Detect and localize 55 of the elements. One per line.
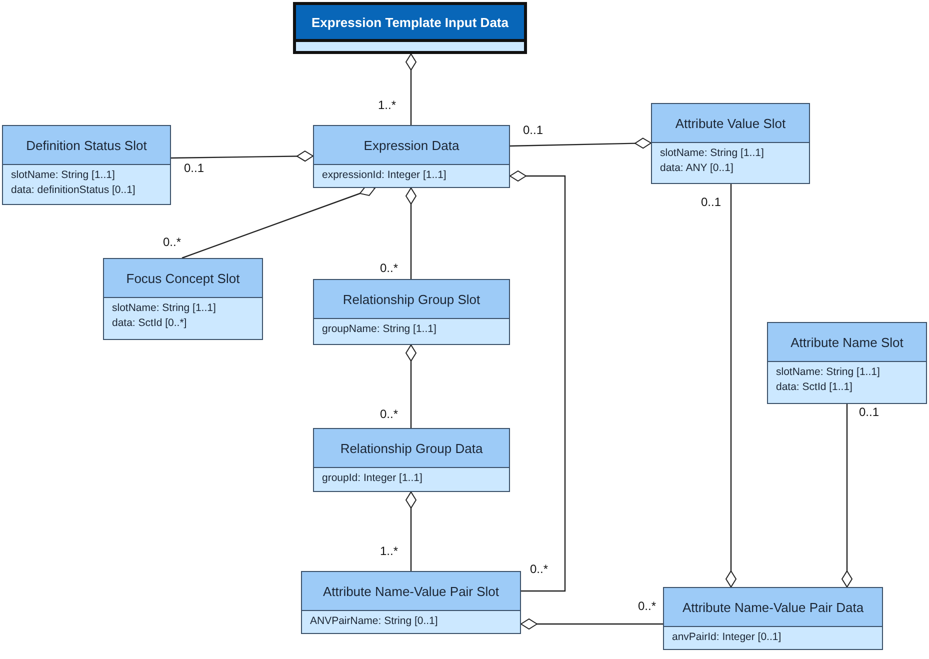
aggregation-line (726, 184, 736, 588)
aggregation-line (406, 188, 416, 279)
attribute-text: slotName: String [1..1] (112, 301, 216, 316)
attribute-text: groupId: Integer [1..1] (322, 471, 422, 486)
attribute-text: slotName: String [1..1] (776, 365, 880, 380)
attribute-text: anvPairId: Integer [0..1] (672, 630, 782, 645)
attribute-text: groupName: String [1..1] (322, 322, 436, 337)
class-box (313, 125, 510, 188)
aggregation-line (406, 492, 416, 571)
attribute-text: data: SctId [0..*] (112, 316, 187, 331)
multiplicity-label: 0..* (529, 562, 550, 576)
class-name: Attribute Name Slot (768, 323, 926, 362)
class-name: Attribute Value Slot (652, 104, 809, 143)
class-box (767, 322, 927, 404)
attribute-text: ANVPairName: String [0..1] (310, 614, 438, 629)
multiplicity-label: 1..* (377, 98, 398, 112)
attribute-text: data: SctId [1..1] (776, 380, 852, 395)
class-name: Expression Template Input Data (296, 5, 524, 42)
attribute-text: slotName: String [1..1] (660, 146, 764, 161)
multiplicity-label: 0..* (379, 407, 400, 421)
class-box (313, 428, 510, 492)
class-box (2, 125, 171, 205)
multiplicity-label: 0..1 (183, 161, 206, 175)
class-box (301, 571, 521, 634)
class-name: Focus Concept Slot (104, 259, 262, 298)
multiplicity-label: 0..* (637, 599, 658, 613)
class-name: Expression Data (314, 126, 509, 165)
aggregation-line (520, 618, 663, 630)
class-box (293, 2, 527, 54)
attribute-text: expressionId: Integer [1..1] (322, 168, 446, 183)
aggregation-line (182, 186, 376, 259)
class-name: Relationship Group Slot (314, 280, 509, 319)
aggregation-line (842, 404, 852, 588)
class-name: Definition Status Slot (3, 126, 170, 165)
class-name: Attribute Name-Value Pair Data (664, 588, 882, 627)
aggregation-line (510, 138, 652, 149)
class-name: Attribute Name-Value Pair Slot (302, 572, 520, 611)
multiplicity-label: 0..1 (700, 195, 722, 209)
aggregation-line (510, 170, 566, 592)
attribute-text: data: definitionStatus [0..1] (11, 183, 136, 198)
multiplicity-label: 1..* (379, 544, 400, 558)
multiplicity-label: 0..1 (522, 123, 544, 137)
attribute-text: data: ANY [0..1] (660, 161, 734, 176)
aggregation-line (406, 344, 416, 428)
attribute-text: slotName: String [1..1] (11, 168, 115, 183)
class-box (103, 258, 263, 340)
multiplicity-label: 0..1 (858, 405, 880, 419)
aggregation-line (406, 54, 416, 125)
multiplicity-label: 0..* (379, 261, 400, 275)
class-name: Relationship Group Data (314, 429, 509, 468)
class-box (313, 279, 510, 345)
class-box (663, 587, 883, 650)
aggregation-line (171, 150, 314, 162)
multiplicity-label: 0..* (162, 235, 182, 249)
class-box (651, 103, 810, 184)
